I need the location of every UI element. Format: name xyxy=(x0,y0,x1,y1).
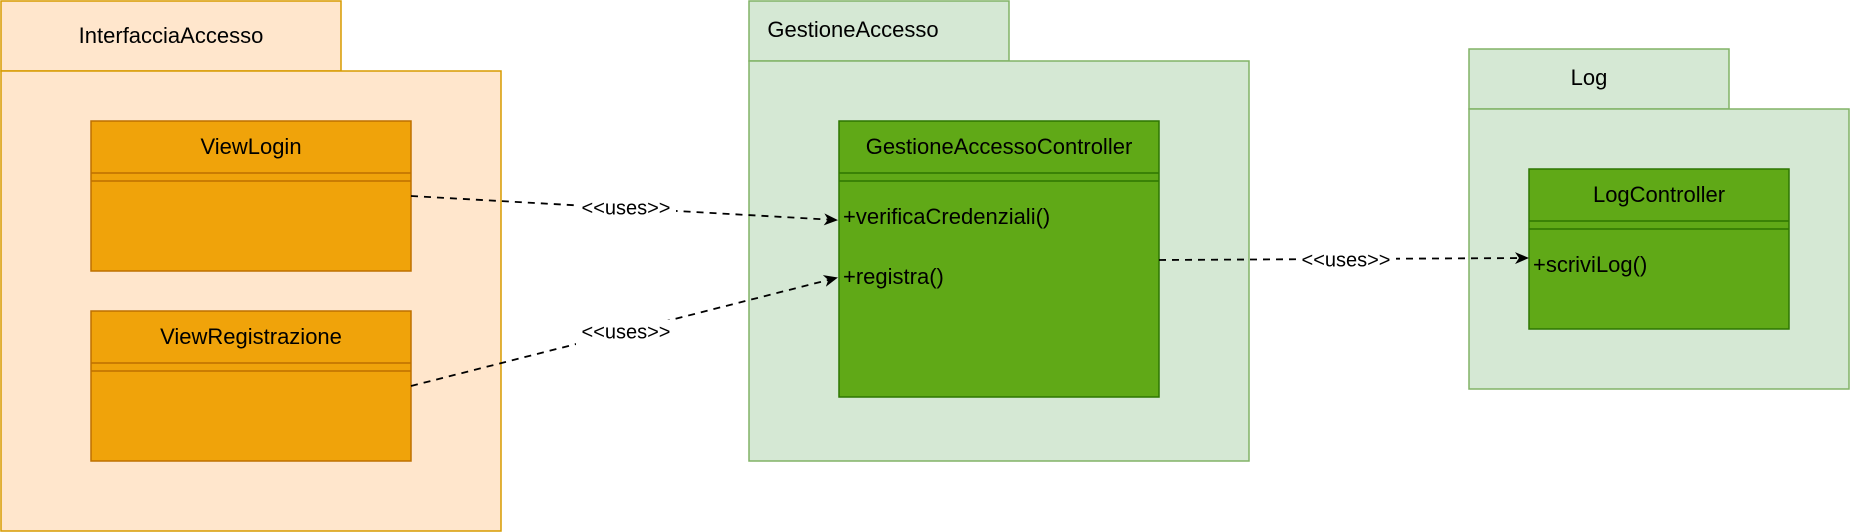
edge-label: <<uses>> xyxy=(582,197,671,219)
class-box xyxy=(838,120,1160,398)
edge-label-bg xyxy=(1296,248,1396,274)
package-title: InterfacciaAccesso xyxy=(79,23,264,48)
class-name: ViewRegistrazione xyxy=(160,324,342,349)
class-name: ViewLogin xyxy=(200,134,301,159)
method-registra[interactable]: +registra() xyxy=(843,264,944,289)
package-title: GestioneAccesso xyxy=(767,17,938,42)
class-box xyxy=(90,120,412,272)
edge-controller-uses-log[interactable]: <<uses>> xyxy=(1158,248,1529,274)
edge-registrazione-uses[interactable]: <<uses>> xyxy=(410,275,838,387)
edge-label-bg xyxy=(576,320,676,346)
class-view-login[interactable]: ViewLogin xyxy=(90,120,412,272)
class-name: GestioneAccessoController xyxy=(866,134,1133,159)
method-scrivi-log[interactable]: +scriviLog() xyxy=(1533,252,1647,277)
package-title: Log xyxy=(1571,65,1608,90)
package-tab xyxy=(0,0,342,72)
package-tab xyxy=(1468,48,1730,110)
package-tab xyxy=(748,0,1010,62)
edge-label: <<uses>> xyxy=(582,321,671,343)
edge-label: <<uses>> xyxy=(1302,249,1391,271)
class-name: LogController xyxy=(1593,182,1725,207)
edge-label-bg xyxy=(576,196,676,222)
class-box xyxy=(1528,168,1790,330)
edge-login-uses[interactable]: <<uses>> xyxy=(410,195,838,226)
class-log-controller[interactable]: LogController +scriviLog() xyxy=(1528,168,1790,330)
method-verifica-credenziali[interactable]: +verificaCredenziali() xyxy=(843,204,1050,229)
edge-line xyxy=(410,275,838,387)
class-view-registrazione[interactable]: ViewRegistrazione xyxy=(90,310,412,462)
class-gestione-accesso-controller[interactable]: GestioneAccessoController +verificaCrede… xyxy=(838,120,1160,398)
